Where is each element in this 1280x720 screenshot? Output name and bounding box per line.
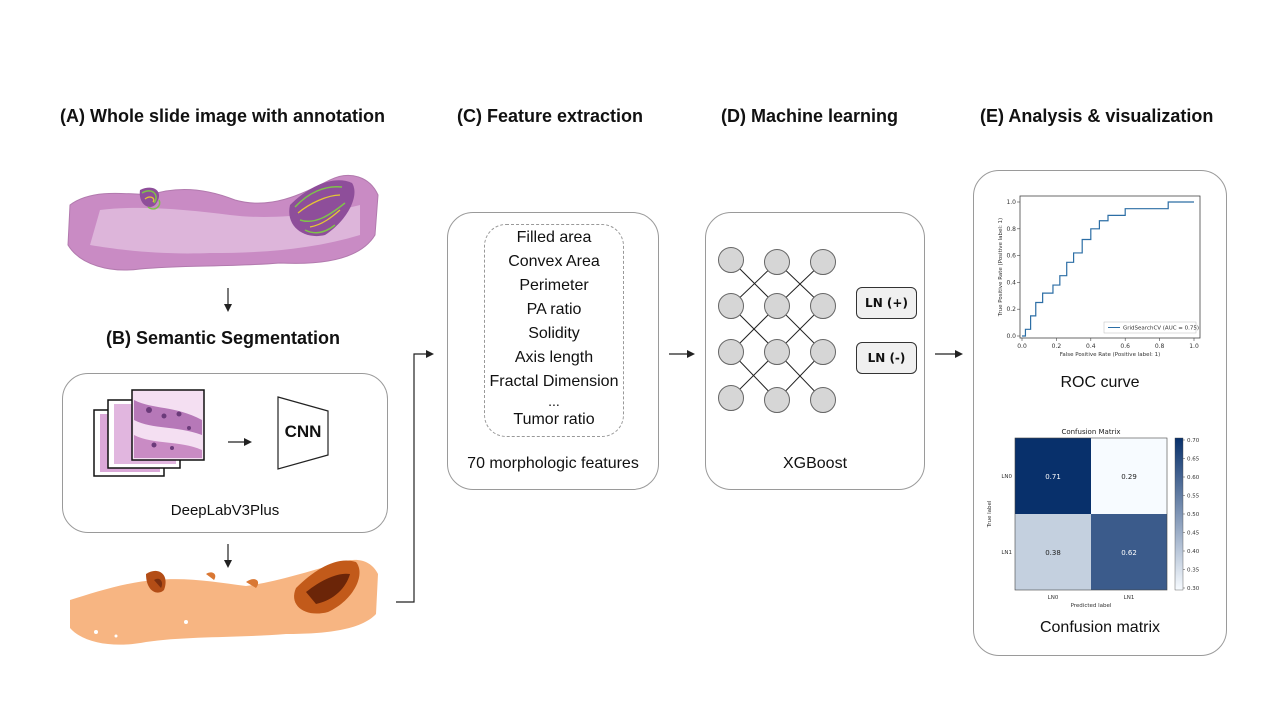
arrow-c-to-d bbox=[669, 350, 695, 358]
title-b: (B) Semantic Segmentation bbox=[106, 328, 341, 348]
histology-tiles bbox=[93, 389, 205, 477]
nn-node bbox=[764, 387, 790, 413]
cm-colorbar-tick-label: 0.40 bbox=[1187, 549, 1200, 555]
roc-y-tick-label: 0.8 bbox=[1006, 226, 1016, 233]
cm-col-label: LN0 bbox=[1048, 595, 1059, 601]
title-d: (D) Machine learning bbox=[721, 106, 899, 126]
nn-node bbox=[718, 247, 744, 273]
feature-item: Fractal Dimension bbox=[489, 373, 619, 390]
cm-col-label: LN1 bbox=[1124, 595, 1135, 601]
cm-colorbar-tick-label: 0.60 bbox=[1187, 475, 1200, 481]
title-e: (E) Analysis & visualization bbox=[980, 106, 1214, 126]
arrow-a-to-b bbox=[224, 288, 232, 312]
roc-series-line bbox=[1022, 201, 1194, 337]
cm-cell-value: 0.71 bbox=[1045, 473, 1061, 481]
roc-x-tick-label: 0.4 bbox=[1086, 343, 1096, 350]
roc-y-tick-label: 1.0 bbox=[1006, 199, 1016, 206]
cm-colorbar-tick-label: 0.45 bbox=[1187, 531, 1200, 537]
output-ln-positive-label: LN (+) bbox=[865, 296, 908, 310]
cm-row-label: LN1 bbox=[1001, 550, 1012, 556]
nn-node bbox=[764, 249, 790, 275]
feature-list: Filled area Convex Area Perimeter PA rat… bbox=[474, 226, 634, 432]
cm-colorbar bbox=[1174, 437, 1184, 591]
ml-model-label: XGBoost bbox=[782, 455, 848, 472]
cm-cell-value: 0.62 bbox=[1121, 549, 1137, 557]
segmentation-mask bbox=[70, 559, 378, 645]
feature-item: ... bbox=[548, 393, 560, 409]
arrow-d-to-e bbox=[935, 350, 963, 358]
feature-item: Perimeter bbox=[519, 277, 589, 294]
roc-legend-label: GridSearchCV (AUC = 0.75) bbox=[1123, 326, 1199, 332]
roc-chart: 0.00.0 0.2 0.2 0.4 0.4 0.6 0.6 0.8 0.8 1.0 1.0Fals… bbox=[998, 195, 1201, 358]
roc-y-tick-label: 0.6 bbox=[1006, 253, 1016, 260]
cm-cell bbox=[1091, 514, 1167, 590]
model-name: DeepLabV3Plus bbox=[170, 502, 280, 519]
nn-node bbox=[764, 293, 790, 319]
nn-node bbox=[718, 385, 744, 411]
neural-network-diagram bbox=[718, 247, 836, 413]
connector-b-to-c bbox=[396, 350, 434, 603]
cnn-label: CNN bbox=[284, 422, 322, 441]
cm-x-axis-label: Predicted label bbox=[1071, 603, 1112, 609]
feature-item: Convex Area bbox=[508, 253, 600, 270]
feature-item: Filled area bbox=[516, 229, 592, 246]
cm-y-axis-label: True label bbox=[987, 500, 993, 528]
feature-list-box bbox=[484, 224, 624, 437]
roc-x-tick-label: 0.6 bbox=[1120, 343, 1130, 350]
nn-node bbox=[810, 293, 836, 319]
cm-caption: Confusion matrix bbox=[1039, 619, 1161, 636]
roc-x-tick-label: 0.0 bbox=[1017, 343, 1027, 350]
roc-x-tick-label: 0.8 bbox=[1155, 343, 1165, 350]
nn-node bbox=[810, 339, 836, 365]
roc-caption: ROC curve bbox=[1060, 374, 1140, 391]
cm-frame bbox=[1014, 437, 1168, 591]
feature-caption: 70 morphologic features bbox=[467, 455, 639, 472]
cm-cell bbox=[1015, 514, 1091, 590]
cm-colorbar-tick-label: 0.65 bbox=[1187, 457, 1200, 463]
output-ln-negative-label: LN (-) bbox=[867, 351, 906, 365]
cm-colorbar-tick-label: 0.55 bbox=[1187, 494, 1200, 500]
title-c: (C) Feature extraction bbox=[457, 106, 644, 126]
feature-item: Tumor ratio bbox=[513, 411, 595, 428]
cm-colorbar-tick-label: 0.30 bbox=[1187, 586, 1200, 592]
feature-item: Solidity bbox=[528, 325, 580, 342]
cm-cell bbox=[1015, 438, 1091, 514]
cm-cell-value: 0.38 bbox=[1045, 549, 1061, 557]
feature-item: PA ratio bbox=[526, 301, 582, 318]
cm-cell bbox=[1091, 438, 1167, 514]
cm-colorbar-tick-label: 0.50 bbox=[1187, 512, 1200, 518]
roc-y-tick-label: 0.0 bbox=[1006, 333, 1016, 340]
cm-title: Confusion Matrix bbox=[1061, 428, 1120, 436]
output-ln-positive: LN (+) bbox=[856, 287, 917, 319]
nn-node bbox=[810, 387, 836, 413]
nn-node bbox=[718, 339, 744, 365]
arrow-b-to-mask bbox=[224, 544, 232, 568]
cm-row-label: LN0 bbox=[1001, 474, 1012, 480]
cm-cell-value: 0.29 bbox=[1121, 473, 1137, 481]
arrow-to-cnn bbox=[228, 438, 252, 446]
roc-y-axis-label: True Positive Rate (Positive label: 1) bbox=[998, 218, 1004, 317]
roc-x-axis-label: False Positive Rate (Positive label: 1) bbox=[1060, 352, 1161, 358]
roc-x-tick-label: 1.0 bbox=[1189, 343, 1199, 350]
output-ln-negative: LN (-) bbox=[856, 342, 917, 374]
roc-y-tick-label: 0.4 bbox=[1006, 279, 1016, 286]
nn-node bbox=[764, 339, 790, 365]
feature-item: Axis length bbox=[514, 349, 594, 366]
roc-legend-box bbox=[1103, 321, 1197, 334]
title-a: (A) Whole slide image with annotation bbox=[60, 106, 386, 126]
cnn-shape bbox=[277, 396, 329, 470]
whole-slide-image bbox=[67, 175, 379, 271]
roc-plot-area bbox=[1019, 195, 1201, 339]
cm-colorbar-tick-label: 0.70 bbox=[1187, 438, 1200, 444]
roc-y-tick-label: 0.2 bbox=[1006, 306, 1016, 313]
roc-x-tick-label: 0.2 bbox=[1052, 343, 1062, 350]
cm-colorbar-tick-label: 0.35 bbox=[1187, 568, 1200, 574]
nn-node bbox=[718, 293, 744, 319]
nn-node bbox=[810, 249, 836, 275]
